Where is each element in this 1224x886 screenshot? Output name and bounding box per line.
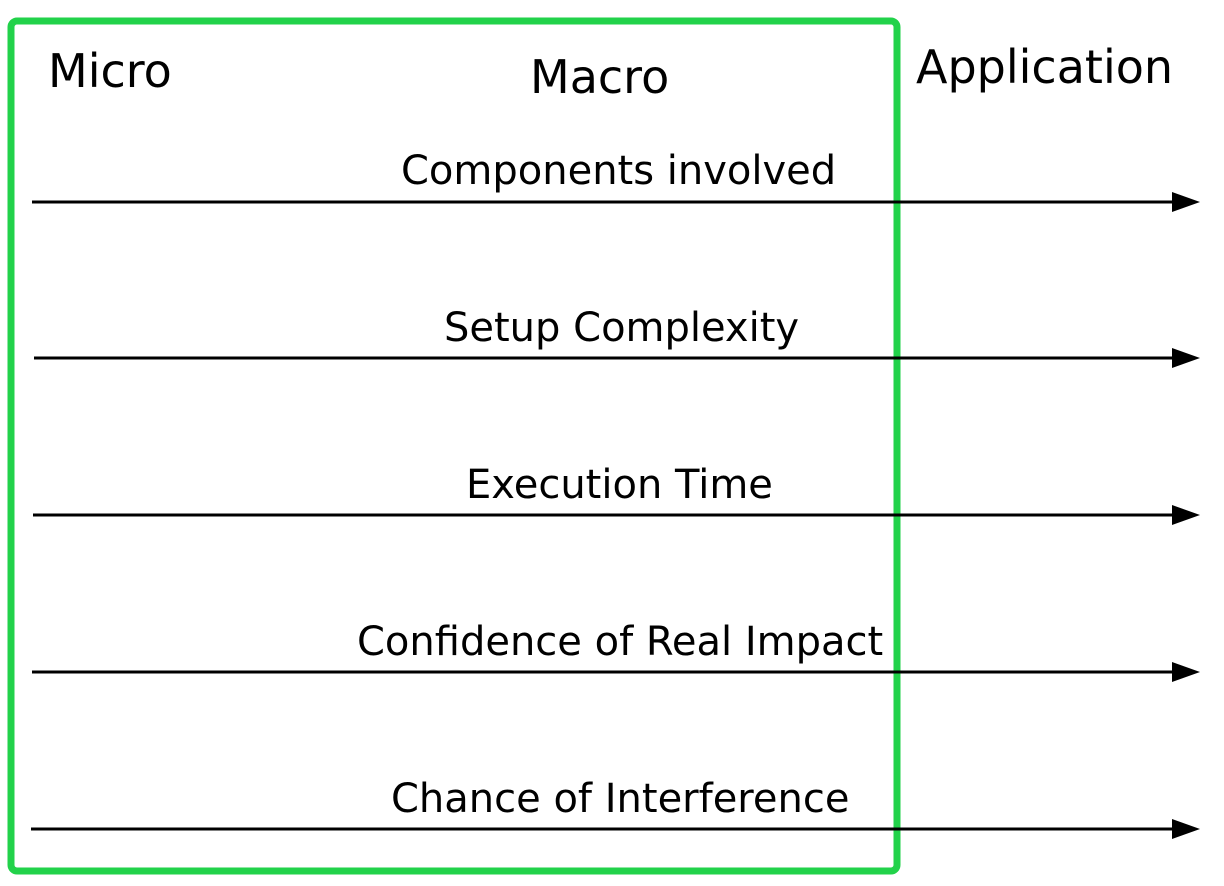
arrowhead-0 [1172, 192, 1200, 212]
arrowhead-1 [1172, 348, 1200, 368]
micro-heading: Micro [48, 44, 172, 98]
arrowhead-2 [1172, 505, 1200, 525]
axis-arrow-0 [32, 192, 1200, 212]
arrowhead-3 [1172, 662, 1200, 682]
axis-label-chance-of-interference: Chance of Interference [391, 776, 850, 822]
axis-label-confidence-of-real-impact: Confidence of Real Impact [357, 619, 884, 665]
axis-label-setup-complexity: Setup Complexity [444, 305, 800, 351]
axis-label-execution-time: Execution Time [466, 462, 773, 508]
arrowhead-4 [1172, 819, 1200, 839]
macro-heading: Macro [530, 50, 670, 104]
application-heading: Application [916, 40, 1174, 94]
axis-label-components-involved: Components involved [401, 148, 837, 194]
axis-arrow-2 [33, 505, 1200, 525]
axis-arrow-3 [32, 662, 1200, 682]
axis-arrow-1 [34, 348, 1200, 368]
macro-highlight-box [7, 17, 901, 875]
axis-arrow-4 [31, 819, 1200, 839]
